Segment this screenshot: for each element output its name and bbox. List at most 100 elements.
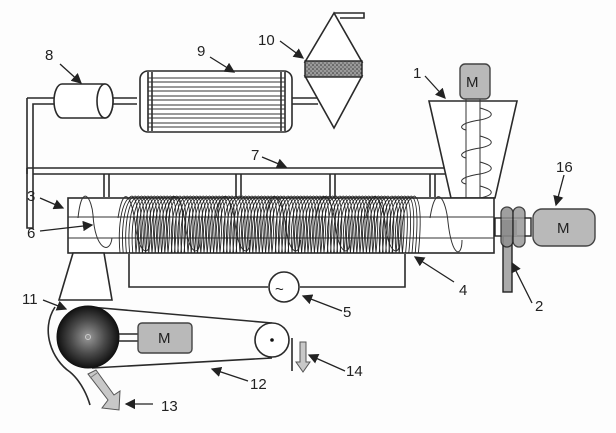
- coil-winding: [303, 195, 323, 254]
- coupling-2: [494, 206, 532, 293]
- coil-winding: [180, 195, 200, 254]
- coil-winding: [190, 195, 210, 254]
- coil-winding: [238, 195, 259, 254]
- condenser-9: [139, 70, 318, 133]
- label-12: 12: [250, 376, 267, 393]
- coil-winding: [186, 195, 207, 254]
- drum-motor: M: [119, 322, 193, 354]
- feed-hopper-1: [427, 98, 519, 215]
- coil-winding: [122, 195, 142, 254]
- coil-winding: [150, 195, 171, 254]
- return-pipe-7: [26, 97, 495, 229]
- coil-winding: [196, 195, 216, 254]
- coil-winding: [157, 195, 177, 254]
- coil-winding: [144, 195, 164, 254]
- coil-winding: [371, 195, 391, 254]
- coil-winding: [183, 195, 203, 254]
- coil-winding: [170, 195, 191, 254]
- label-5: 5: [343, 304, 351, 321]
- ac-symbol: ~: [275, 281, 284, 298]
- coil-winding: [174, 195, 194, 254]
- coil-winding: [281, 195, 301, 254]
- coil-winding: [264, 195, 284, 254]
- coil-winding: [141, 195, 161, 254]
- drive-motor-16: M: [532, 208, 596, 247]
- label-3: 3: [27, 188, 35, 205]
- induction-coil-4: [118, 195, 421, 254]
- coil-winding: [333, 195, 353, 254]
- coil-winding: [199, 195, 219, 254]
- coil-winding: [251, 195, 271, 254]
- coil-winding: [394, 195, 415, 254]
- leader-lines: [39, 40, 565, 410]
- coil-winding: [118, 195, 139, 254]
- coil-winding: [226, 195, 246, 254]
- coil-winding: [352, 195, 372, 254]
- filter-10: [303, 11, 365, 130]
- coil-winding: [358, 195, 379, 254]
- coil-winding: [316, 195, 336, 254]
- coil-winding: [218, 195, 239, 254]
- coil-winding: [154, 195, 174, 254]
- coil-winding: [313, 195, 333, 254]
- coil-winding: [138, 195, 158, 254]
- coil-winding: [300, 195, 320, 254]
- coil-winding: [274, 195, 295, 254]
- coil-winding: [177, 195, 197, 254]
- power-circuit: [128, 254, 406, 288]
- label-8: 8: [45, 47, 53, 64]
- coil-winding: [147, 195, 167, 254]
- label-6: 6: [27, 225, 35, 242]
- coil-winding: [134, 195, 155, 254]
- coil-winding: [388, 195, 408, 254]
- coil-winding: [248, 195, 268, 254]
- coil-winding: [163, 195, 183, 254]
- label-16: 16: [556, 159, 573, 176]
- hopper-motor: M: [459, 63, 491, 100]
- coil-winding: [229, 195, 249, 254]
- coil-winding: [365, 195, 385, 254]
- coil-winding: [235, 195, 255, 254]
- coil-winding: [212, 195, 232, 254]
- belt-12: [89, 306, 273, 369]
- coil-winding: [378, 195, 399, 254]
- cooling-drum-11: [56, 305, 120, 369]
- coil-winding: [160, 195, 180, 254]
- coil-winding: [306, 195, 327, 254]
- coil-winding: [245, 195, 265, 254]
- coil-winding: [322, 195, 343, 254]
- coil-winding: [128, 195, 148, 254]
- motor-label: M: [557, 220, 570, 237]
- coil-winding: [290, 195, 311, 254]
- label-1: 1: [413, 65, 421, 82]
- label-13: 13: [161, 398, 178, 415]
- coil-winding: [215, 195, 235, 254]
- product-outlet-arrow-13: [87, 369, 121, 411]
- outlet-funnel: [57, 252, 113, 301]
- motor-label: M: [466, 74, 479, 91]
- coil-winding: [261, 195, 281, 254]
- coil-winding: [222, 195, 243, 254]
- coil-winding: [131, 195, 151, 254]
- ac-source-5: ~: [268, 271, 300, 303]
- label-10: 10: [258, 32, 275, 49]
- label-7: 7: [251, 147, 259, 164]
- coil-winding: [270, 195, 291, 254]
- coil-winding: [374, 195, 395, 254]
- coil-winding: [355, 195, 375, 254]
- coil-winding: [209, 195, 229, 254]
- coil-winding: [254, 195, 275, 254]
- coil-winding: [125, 195, 145, 254]
- coil-winding: [339, 195, 359, 254]
- feed-arrow-14: [295, 341, 311, 373]
- coil-winding: [330, 195, 350, 254]
- coil-winding: [391, 195, 411, 254]
- coil-winding: [342, 195, 363, 254]
- coil-winding: [294, 195, 314, 254]
- coil-winding: [349, 195, 369, 254]
- coil-winding: [267, 195, 287, 254]
- coil-winding: [398, 195, 418, 254]
- coil-winding: [287, 195, 307, 254]
- coil-winding: [202, 195, 223, 254]
